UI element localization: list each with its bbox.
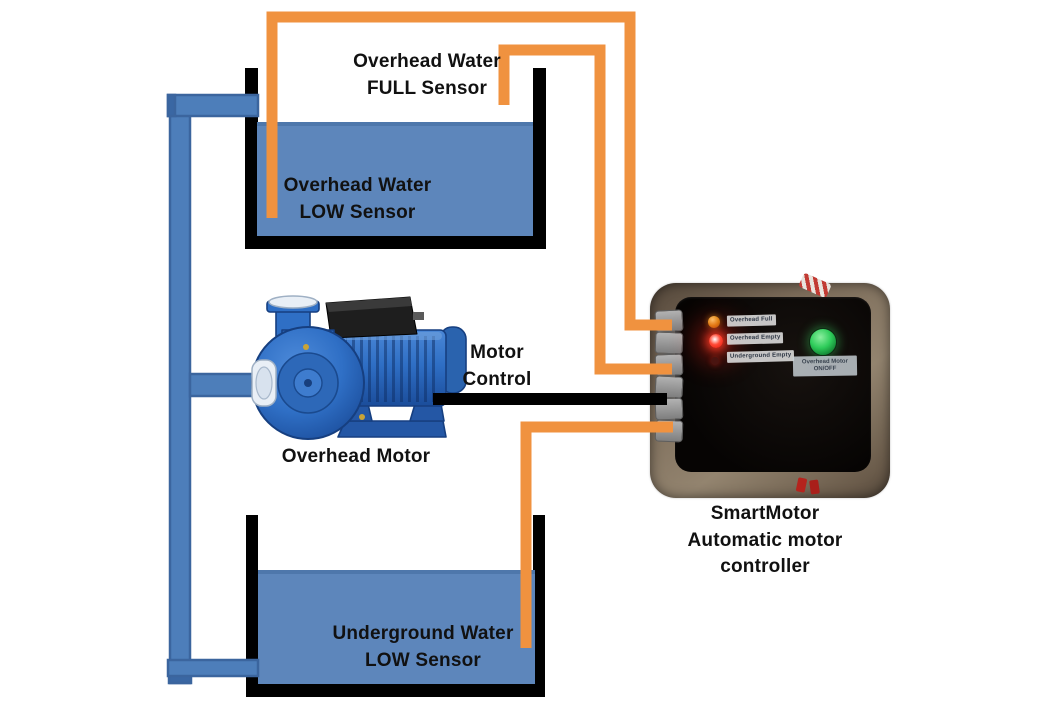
underground-low-caption-line2: LOW Sensor <box>364 649 481 671</box>
underground-low-sensor-caption: Underground Water LOW Sensor <box>313 621 533 674</box>
underground-tank-water <box>258 570 535 684</box>
terminal-block <box>654 331 684 355</box>
pump-base-plate <box>337 420 447 438</box>
pump-hub-center <box>304 379 312 387</box>
overhead-water-surface <box>257 122 533 126</box>
overhead-full-caption-line2: FULL Sensor <box>366 77 488 99</box>
pump-discharge-opening <box>268 295 318 309</box>
underground-low-caption-line1: Underground Water <box>332 623 514 644</box>
controller-caption-line1: SmartMotor <box>710 503 820 524</box>
overhead-empty-label: Overhead Empty <box>726 332 784 345</box>
controller-caption-line3: controller <box>720 556 810 577</box>
pump-cable-gland <box>413 312 424 320</box>
motor-on-off-label-line2: ON/OFF <box>813 365 837 373</box>
pipes <box>166 93 260 685</box>
terminal-block <box>654 419 684 443</box>
overhead-full-caption-line1: Overhead Water <box>353 51 501 72</box>
bottom-pipe <box>166 658 260 678</box>
overhead-full-label: Overhead Full <box>726 314 776 327</box>
motor-control-caption: Motor Control <box>437 340 557 393</box>
terminal-block <box>654 397 684 421</box>
terminal-block <box>654 353 684 377</box>
underground-tank-left-wall <box>246 515 258 697</box>
overhead-low-caption-line1: Overhead Water <box>283 175 432 196</box>
overhead-motor-pump <box>251 295 467 440</box>
underground-empty-led <box>711 357 719 365</box>
middle-pipe <box>188 372 258 398</box>
controller-caption: SmartMotor Automatic motor controller <box>645 501 885 581</box>
overhead-empty-led <box>709 334 723 348</box>
motor-on-off-label: Overhead Motor ON/OFF <box>792 355 858 377</box>
top-pipe-cap <box>166 93 177 118</box>
overhead-motor-caption: Overhead Motor <box>246 444 466 471</box>
overhead-low-sensor-caption: Overhead Water LOW Sensor <box>250 173 465 226</box>
vertical-pipe <box>168 95 192 685</box>
red-cable-mark <box>795 477 808 493</box>
overhead-full-sensor-caption: Overhead Water FULL Sensor <box>317 49 537 102</box>
controller-caption-line2: Automatic motor <box>687 529 843 551</box>
controller-panel <box>675 297 871 472</box>
terminal-block <box>654 375 684 399</box>
overhead-full-led <box>708 316 720 328</box>
red-cable-mark <box>809 479 820 495</box>
overhead-tank-bottom <box>245 236 546 249</box>
underground-empty-label: Underground Empty <box>726 350 795 363</box>
underground-water-surface <box>258 570 535 574</box>
terminal-block <box>654 309 684 333</box>
overhead-motor-caption-text: Overhead Motor <box>281 446 431 467</box>
smartmotor-controller: Overhead Full Overhead Empty Underground… <box>650 272 890 498</box>
overhead-low-caption-line2: LOW Sensor <box>299 201 416 223</box>
pump-brass-plug-top <box>303 344 309 350</box>
underground-tank-bottom <box>246 684 545 697</box>
pump-inlet-bore <box>255 366 273 400</box>
motor-control-caption-line1: Motor <box>470 342 524 363</box>
motor-on-off-button <box>809 328 837 356</box>
motor-control-caption-line2: Control <box>462 368 532 390</box>
pump-brass-plug-bottom <box>359 414 365 420</box>
top-pipe <box>166 93 260 118</box>
